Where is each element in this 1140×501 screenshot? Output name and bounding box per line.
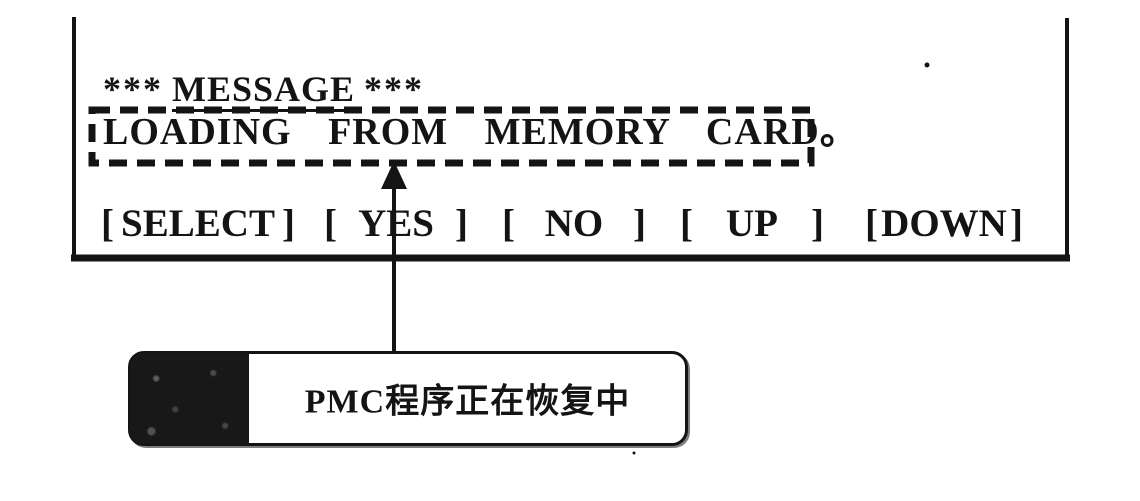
- bracket-close-icon: ]: [1009, 202, 1023, 245]
- bracket-open-icon: [: [101, 202, 114, 245]
- softkey-yes[interactable]: [ YES ]: [324, 204, 468, 244]
- callout-black-block: [130, 353, 249, 444]
- softkey-down[interactable]: [ DOWN ]: [865, 204, 1023, 244]
- ink-speck-below-callout: [632, 451, 636, 455]
- bracket-open-icon: [: [680, 202, 693, 245]
- title-word: MESSAGE: [172, 69, 356, 112]
- bracket-open-icon: [: [865, 202, 878, 245]
- bracket-open-icon: [: [502, 202, 515, 245]
- screen-title: ***MESSAGE***: [103, 69, 425, 112]
- softkey-no[interactable]: [ NO ]: [502, 204, 646, 244]
- title-stars-left: ***: [103, 69, 163, 109]
- screen-message: LOADING FROM MEMORY CARD。: [103, 111, 859, 153]
- callout-box: PMC程序正在恢复中: [128, 351, 688, 446]
- dashed-message-box: [88, 106, 815, 167]
- softkey-no-label: NO: [544, 202, 604, 245]
- softkey-up-label: UP: [726, 202, 778, 245]
- softkey-up[interactable]: [ UP ]: [680, 204, 824, 244]
- softkey-select[interactable]: [ SELECT ]: [101, 204, 295, 244]
- callout-label: PMC程序正在恢复中: [304, 383, 631, 421]
- bracket-open-icon: [: [324, 202, 337, 245]
- title-stars-right: ***: [364, 69, 425, 109]
- bracket-close-icon: ]: [455, 202, 468, 245]
- softkey-select-label: SELECT: [121, 202, 275, 245]
- bracket-close-icon: ]: [811, 202, 824, 245]
- bracket-close-icon: ]: [282, 202, 295, 245]
- softkey-yes-label: YES: [358, 202, 434, 245]
- ink-speck-top-right: [924, 62, 930, 68]
- softkey-down-label: DOWN: [881, 202, 1007, 245]
- bracket-close-icon: ]: [633, 202, 646, 245]
- arrow-head: [381, 161, 407, 189]
